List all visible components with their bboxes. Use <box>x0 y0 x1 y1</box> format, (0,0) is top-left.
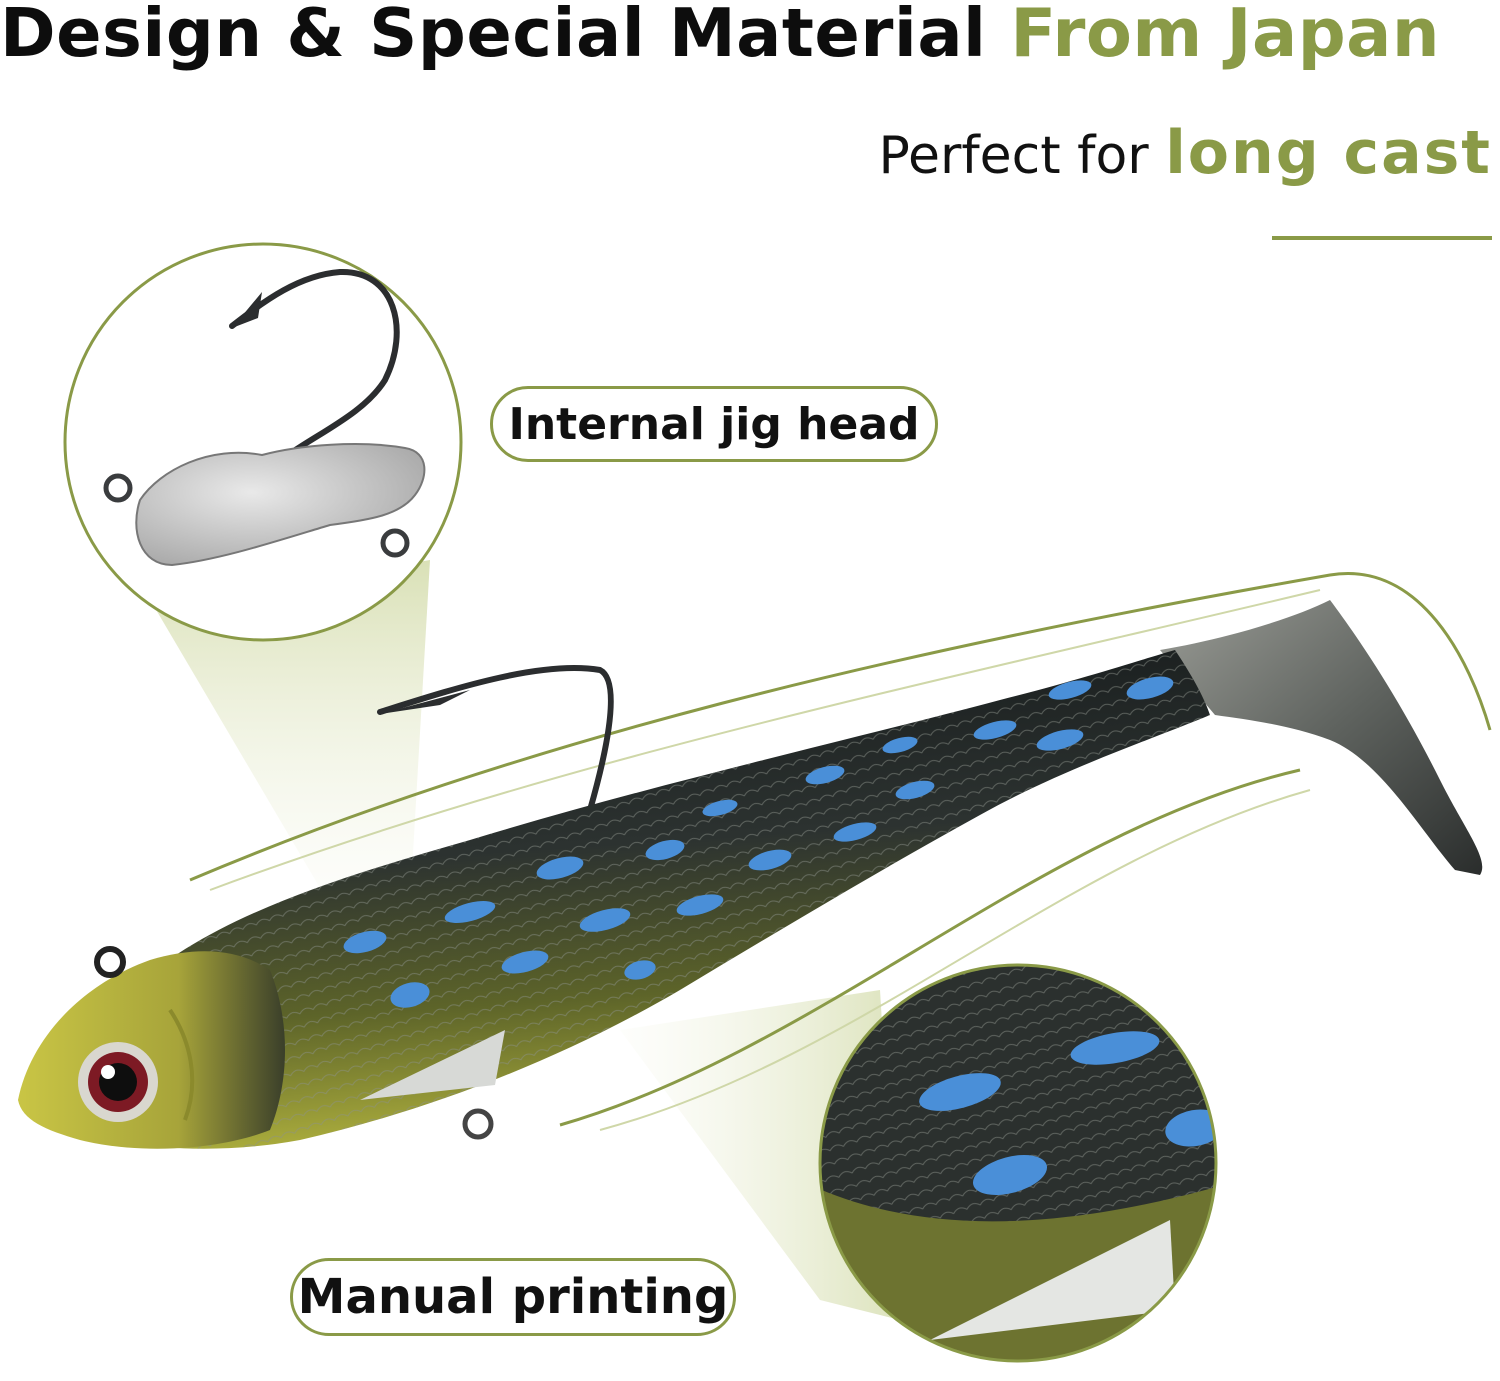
subtitle-main: Perfect for <box>878 126 1149 186</box>
fish-lure-icon <box>18 600 1483 1149</box>
jig-beam <box>155 560 430 905</box>
jig-head-icon <box>63 242 463 642</box>
page-title: Design & Special Material From Japan <box>0 0 1500 72</box>
manual-printing-label-text: Manual printing <box>297 1269 729 1325</box>
manual-printing-label: Manual printing <box>290 1258 736 1336</box>
accent-divider <box>1272 236 1492 240</box>
title-accent: From Japan <box>1010 0 1441 72</box>
zoom-lens-icon <box>818 963 1218 1363</box>
print-beam <box>620 990 900 1320</box>
jig-head-label-text: Internal jig head <box>508 398 920 450</box>
jig-head-label: Internal jig head <box>490 386 938 462</box>
subtitle: Perfect for long cast <box>878 118 1492 188</box>
subtitle-accent: long cast <box>1165 118 1492 188</box>
title-main: Design & Special Material <box>0 0 987 72</box>
